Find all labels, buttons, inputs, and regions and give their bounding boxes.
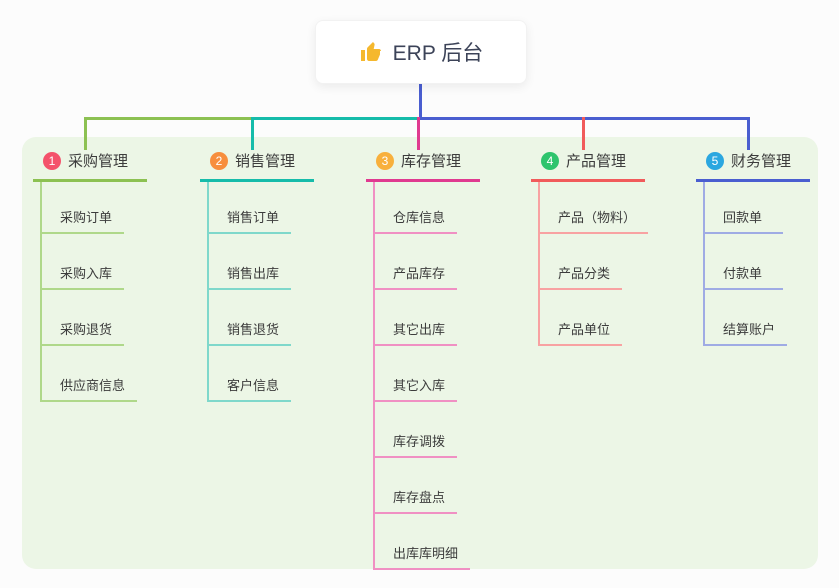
branch-node-purchase[interactable]: 1 采购管理 — [33, 150, 147, 182]
child-node-label[interactable]: 采购退货 — [60, 322, 113, 337]
child-node-label[interactable]: 产品库存 — [393, 266, 446, 281]
root-connector-line — [419, 82, 422, 120]
child-node: 供应商信息 — [42, 346, 138, 402]
child-node-label[interactable]: 库存调拨 — [393, 434, 446, 449]
branch-number-badge: 5 — [706, 151, 724, 170]
connector-segment-teal — [252, 117, 420, 120]
branch-children: 销售订单 销售出库 销售退货 客户信息 — [207, 182, 292, 402]
branch-label: 产品管理 — [566, 153, 627, 170]
branch-node-sales[interactable]: 2 销售管理 — [200, 150, 314, 182]
branch-label: 库存管理 — [401, 153, 462, 170]
child-node: 结算账户 — [705, 290, 788, 346]
thumbs-up-icon — [359, 40, 383, 64]
child-node: 产品单位 — [540, 290, 623, 346]
child-node-label[interactable]: 销售出库 — [227, 266, 280, 281]
branch-label: 销售管理 — [235, 153, 296, 170]
child-node: 出库库明细 — [375, 514, 471, 570]
branch-drop-line-finance — [747, 117, 750, 150]
child-node: 采购入库 — [42, 234, 125, 290]
branch-inventory: 3 库存管理 仓库信息 产品库存 其它出库 其它入库 库存调拨 库存盘点 出库库… — [366, 150, 496, 570]
child-node: 库存调拨 — [375, 402, 458, 458]
branch-children: 回款单 付款单 结算账户 — [703, 182, 788, 346]
branch-purchase: 1 采购管理 采购订单 采购入库 采购退货 供应商信息 — [33, 150, 163, 402]
child-node-label[interactable]: 其它出库 — [393, 322, 446, 337]
child-node-label[interactable]: 供应商信息 — [60, 378, 126, 393]
child-node: 付款单 — [705, 234, 783, 290]
branch-node-product[interactable]: 4 产品管理 — [531, 150, 645, 182]
child-node: 采购订单 — [42, 182, 125, 234]
branch-number-badge: 4 — [541, 151, 559, 170]
child-node: 销售出库 — [209, 234, 292, 290]
child-node-label[interactable]: 仓库信息 — [393, 210, 446, 225]
child-node-label[interactable]: 结算账户 — [723, 322, 776, 337]
connector-segment-blue — [420, 117, 750, 120]
child-node: 回款单 — [705, 182, 783, 234]
branch-finance: 5 财务管理 回款单 付款单 结算账户 — [696, 150, 826, 346]
branch-number-badge: 2 — [210, 151, 228, 170]
child-node-label[interactable]: 出库库明细 — [393, 546, 459, 561]
child-node-label[interactable]: 采购订单 — [60, 210, 113, 225]
child-node: 客户信息 — [209, 346, 292, 402]
child-node-label[interactable]: 采购入库 — [60, 266, 113, 281]
branch-children: 采购订单 采购入库 采购退货 供应商信息 — [40, 182, 138, 402]
branch-node-finance[interactable]: 5 财务管理 — [696, 150, 810, 182]
child-node-label[interactable]: 产品分类 — [558, 266, 611, 281]
branch-drop-line-product — [582, 117, 585, 150]
child-node-label[interactable]: 其它入库 — [393, 378, 446, 393]
child-node-label[interactable]: 库存盘点 — [393, 490, 446, 505]
child-node-label[interactable]: 客户信息 — [227, 378, 280, 393]
branch-children: 仓库信息 产品库存 其它出库 其它入库 库存调拨 库存盘点 出库库明细 — [373, 182, 471, 570]
child-node: 其它入库 — [375, 346, 458, 402]
child-node: 仓库信息 — [375, 182, 458, 234]
branch-label: 采购管理 — [68, 153, 129, 170]
branch-product: 4 产品管理 产品（物料） 产品分类 产品单位 — [531, 150, 661, 346]
child-node: 采购退货 — [42, 290, 125, 346]
root-node-label: ERP 后台 — [392, 42, 484, 65]
child-node: 产品分类 — [540, 234, 623, 290]
child-node: 库存盘点 — [375, 458, 458, 514]
child-node: 销售订单 — [209, 182, 292, 234]
branch-node-inventory[interactable]: 3 库存管理 — [366, 150, 480, 182]
child-node-label[interactable]: 付款单 — [723, 266, 763, 281]
branch-drop-line-purchase — [84, 117, 87, 150]
root-node[interactable]: ERP 后台 — [315, 20, 527, 84]
branch-children: 产品（物料） 产品分类 产品单位 — [538, 182, 649, 346]
child-node: 产品（物料） — [540, 182, 649, 234]
branch-drop-line-inventory — [417, 117, 420, 150]
branch-sales: 2 销售管理 销售订单 销售出库 销售退货 客户信息 — [200, 150, 330, 402]
child-node: 销售退货 — [209, 290, 292, 346]
branch-number-badge: 1 — [43, 151, 61, 170]
connector-segment-green — [84, 117, 252, 120]
branches-panel — [22, 137, 818, 569]
child-node-label[interactable]: 回款单 — [723, 210, 763, 225]
child-node-label[interactable]: 销售退货 — [227, 322, 280, 337]
branch-label: 财务管理 — [731, 153, 792, 170]
child-node-label[interactable]: 销售订单 — [227, 210, 280, 225]
child-node-label[interactable]: 产品（物料） — [558, 210, 637, 225]
child-node-label[interactable]: 产品单位 — [558, 322, 611, 337]
branch-drop-line-sales — [251, 117, 254, 150]
child-node: 产品库存 — [375, 234, 458, 290]
child-node: 其它出库 — [375, 290, 458, 346]
branch-number-badge: 3 — [376, 151, 394, 170]
